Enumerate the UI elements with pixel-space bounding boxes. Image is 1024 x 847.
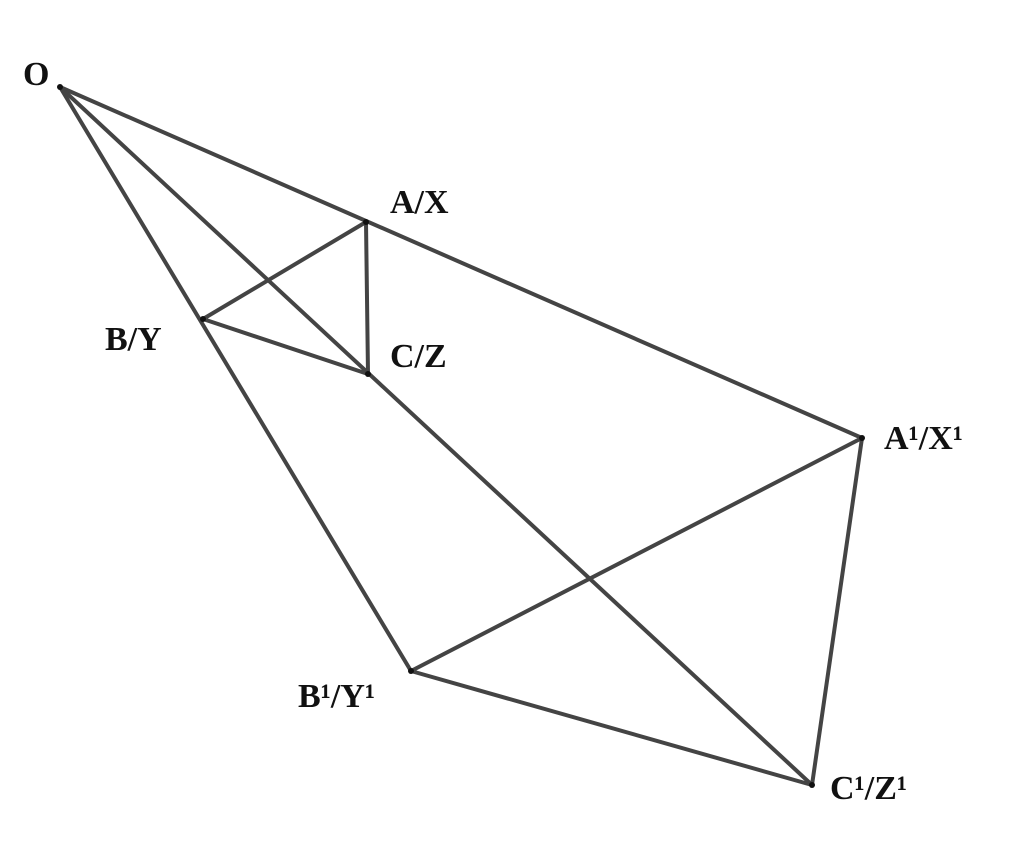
point-O (57, 84, 63, 90)
point-A (363, 219, 369, 225)
point-B (200, 316, 206, 322)
segment-B-C (201, 317, 370, 376)
segment-O-B1 (58, 85, 413, 673)
point-C (365, 371, 371, 377)
label-O: O (23, 56, 50, 93)
label-A1-X1: A¹/X¹ (884, 420, 963, 457)
label-C1-Z1: C¹/Z¹ (830, 770, 908, 807)
segment-O-C1 (58, 85, 814, 787)
label-C-Z: C/Z (390, 338, 447, 375)
point-C1 (809, 782, 815, 788)
label-B1-Y1: B¹/Y¹ (298, 678, 376, 715)
label-A-X: A/X (390, 184, 449, 221)
segment-B1-C1 (409, 669, 814, 787)
segment-A-B (201, 220, 368, 321)
point-B1 (408, 668, 414, 674)
segment-A1-B1 (409, 436, 864, 673)
point-A1 (859, 435, 865, 441)
label-B-Y: B/Y (105, 321, 162, 358)
segment-O-A1 (58, 85, 864, 440)
segment-A1-C1 (810, 436, 864, 787)
segment-A-C (364, 220, 370, 376)
